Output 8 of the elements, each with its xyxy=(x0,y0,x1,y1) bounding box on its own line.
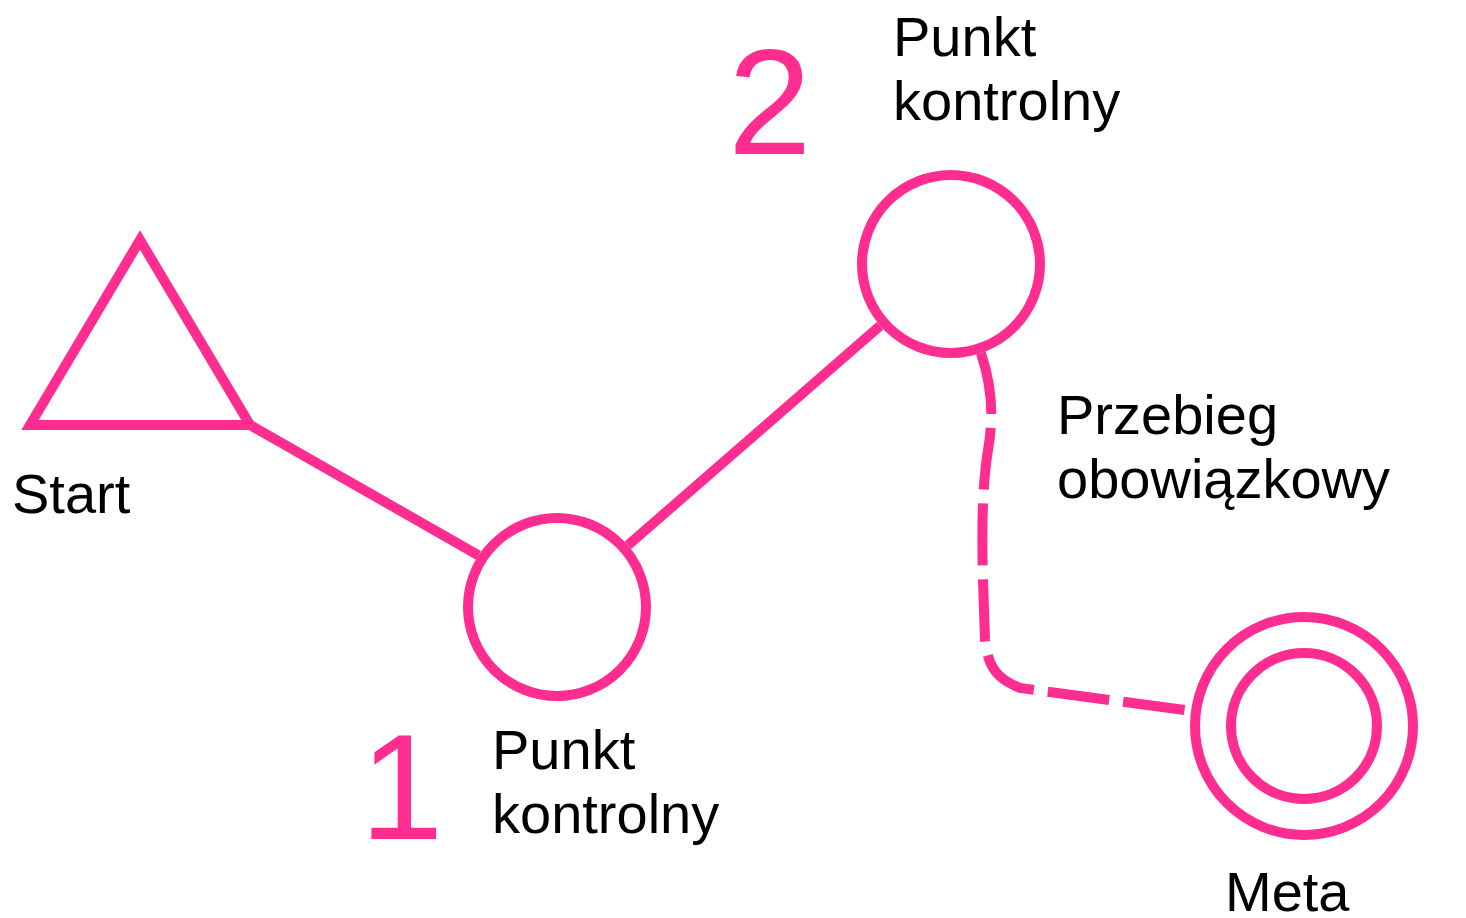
node-label: Meta xyxy=(1225,860,1351,918)
route-line xyxy=(624,321,884,550)
checkpoint-number: 1 xyxy=(360,722,444,852)
node-label: Punkt kontrolny xyxy=(492,718,721,846)
node-label: Start xyxy=(12,462,132,526)
node-label: Punkt kontrolny xyxy=(893,5,1122,133)
checkpoint-number: 2 xyxy=(728,37,812,167)
route-line xyxy=(247,420,481,560)
